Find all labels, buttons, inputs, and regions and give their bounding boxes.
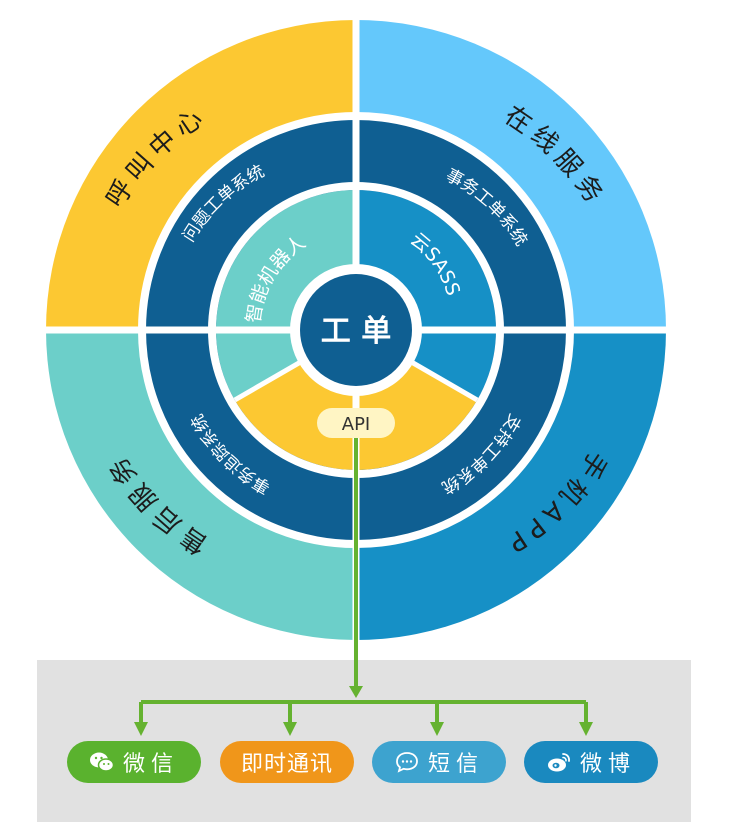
center-label: 工 单 [321,314,391,349]
api-label: API [342,414,370,435]
channel-weibo-button[interactable]: 微博 [524,741,658,783]
center-hub[interactable] [300,274,412,386]
channel-wechat-button[interactable]: 微信 [67,741,201,783]
channel-sms-button[interactable]: 短信 [372,741,506,783]
connector-arrowheads [134,686,593,736]
chat-bubble-icon [394,749,420,775]
channel-im-button[interactable]: 即时通讯 [220,741,354,783]
connector-lines [139,438,588,724]
channel-wechat-label: 微信 [122,752,179,777]
channel-weibo-label: 微博 [579,752,636,777]
channel-sms-label: 短信 [427,752,484,777]
wechat-icon [89,749,115,775]
channel-im-label: 即时通讯 [240,752,333,777]
weibo-icon [546,749,572,775]
api-pill[interactable] [317,408,395,438]
